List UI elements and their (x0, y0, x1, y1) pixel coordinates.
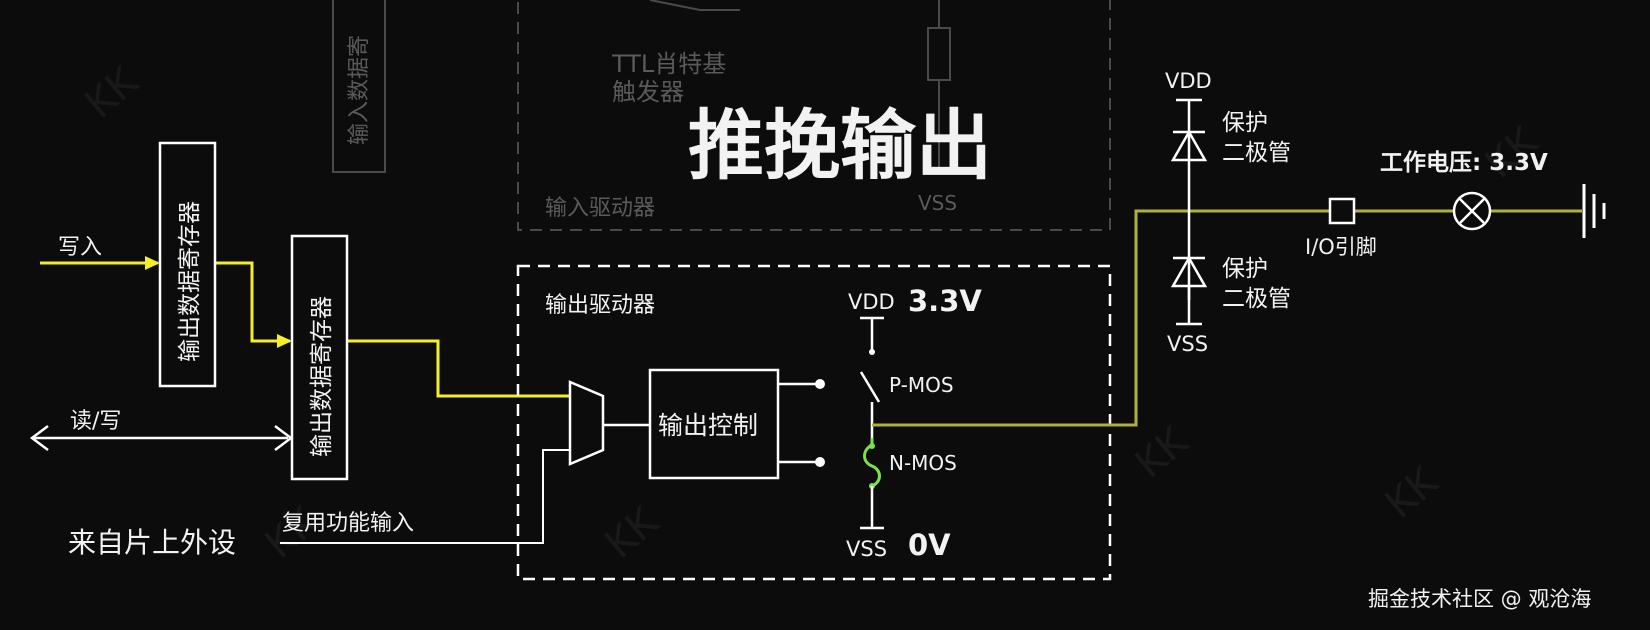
ghost-input-register (332, 0, 386, 173)
pmos-gate-terminal (815, 379, 825, 389)
io-pin (1328, 197, 1356, 225)
driver-vdd-voltage: 3.3V (908, 284, 982, 318)
driver-vss-label: VSS (846, 537, 887, 561)
svg-text:KK: KK (597, 498, 668, 568)
ghost-input-driver-box (517, 0, 1111, 231)
write-arrowhead (145, 256, 160, 270)
svg-text:KK: KK (1127, 418, 1198, 488)
read-write-label: 读/写 (70, 409, 121, 434)
driver-vdd-label: VDD (848, 290, 895, 314)
right-vss-label: VSS (1167, 332, 1208, 356)
output-data-register-2 (290, 234, 349, 481)
read-write-right-arrow (274, 425, 294, 451)
ghost-resistor (927, 27, 951, 81)
output-control-box (648, 368, 780, 480)
ghost-input-driver-label: 输入驱动器 (545, 196, 655, 221)
read-write-left-arrow (29, 425, 49, 451)
reg2-to-mux-path (347, 339, 570, 398)
alt-func-label: 复用功能输入 (282, 511, 414, 536)
peripheral-label: 来自片上外设 (68, 526, 236, 559)
output-driver-box (516, 264, 1112, 581)
ghost-vss-label: VSS (918, 191, 957, 215)
nmos-label: N-MOS (889, 451, 957, 475)
reg1-to-reg2-path (215, 261, 290, 343)
ghost-input-register-label: 输入数据寄 (347, 35, 372, 145)
alt-func-path (280, 449, 570, 544)
ground-icon (1582, 184, 1606, 238)
ghost-schmitt-line2: 触发器 (612, 78, 684, 106)
diode-top-label-1: 保护 (1222, 110, 1268, 136)
output-data-register-1 (158, 141, 217, 388)
output-data-register-2-label: 输出数据寄存器 (309, 296, 335, 457)
diode-bottom-label-2: 二极管 (1222, 286, 1291, 312)
nmos-gate-terminal (815, 457, 825, 467)
driver-vss-voltage: 0V (908, 528, 951, 562)
right-vdd-label: VDD (1165, 69, 1212, 93)
diode-bottom-label-1: 保护 (1222, 256, 1268, 282)
voltage-label: 工作电压: 3.3V (1380, 150, 1548, 176)
ghost-schmitt-line1: TTL肖特基 (611, 50, 726, 78)
io-pin-label: I/O引脚 (1305, 235, 1377, 259)
diode-top (1170, 129, 1208, 162)
svg-text:KK: KK (77, 58, 148, 128)
page-title: 推挽输出 (688, 101, 992, 190)
pmos-label: P-MOS (889, 373, 954, 397)
output-data-register-1-label: 输出数据寄存器 (177, 201, 203, 362)
output-driver-label: 输出驱动器 (545, 293, 655, 318)
ghost-input-section: 输入数据寄 TTL肖特基 触发器 输入驱动器 VSS (332, 0, 1111, 231)
svg-text:KK: KK (1377, 458, 1448, 528)
footer-credit: 掘金技术社区 @ 观沧海 (1368, 587, 1591, 611)
write-label: 写入 (58, 235, 102, 260)
reg2-arrowhead (277, 334, 292, 348)
mux (568, 380, 605, 466)
diode-top-label-2: 二极管 (1222, 140, 1291, 166)
pmos-switch (859, 371, 881, 403)
output-signal-path (872, 209, 1393, 427)
output-control-label: 输出控制 (658, 411, 758, 440)
nmos-switch-closed (863, 443, 881, 488)
